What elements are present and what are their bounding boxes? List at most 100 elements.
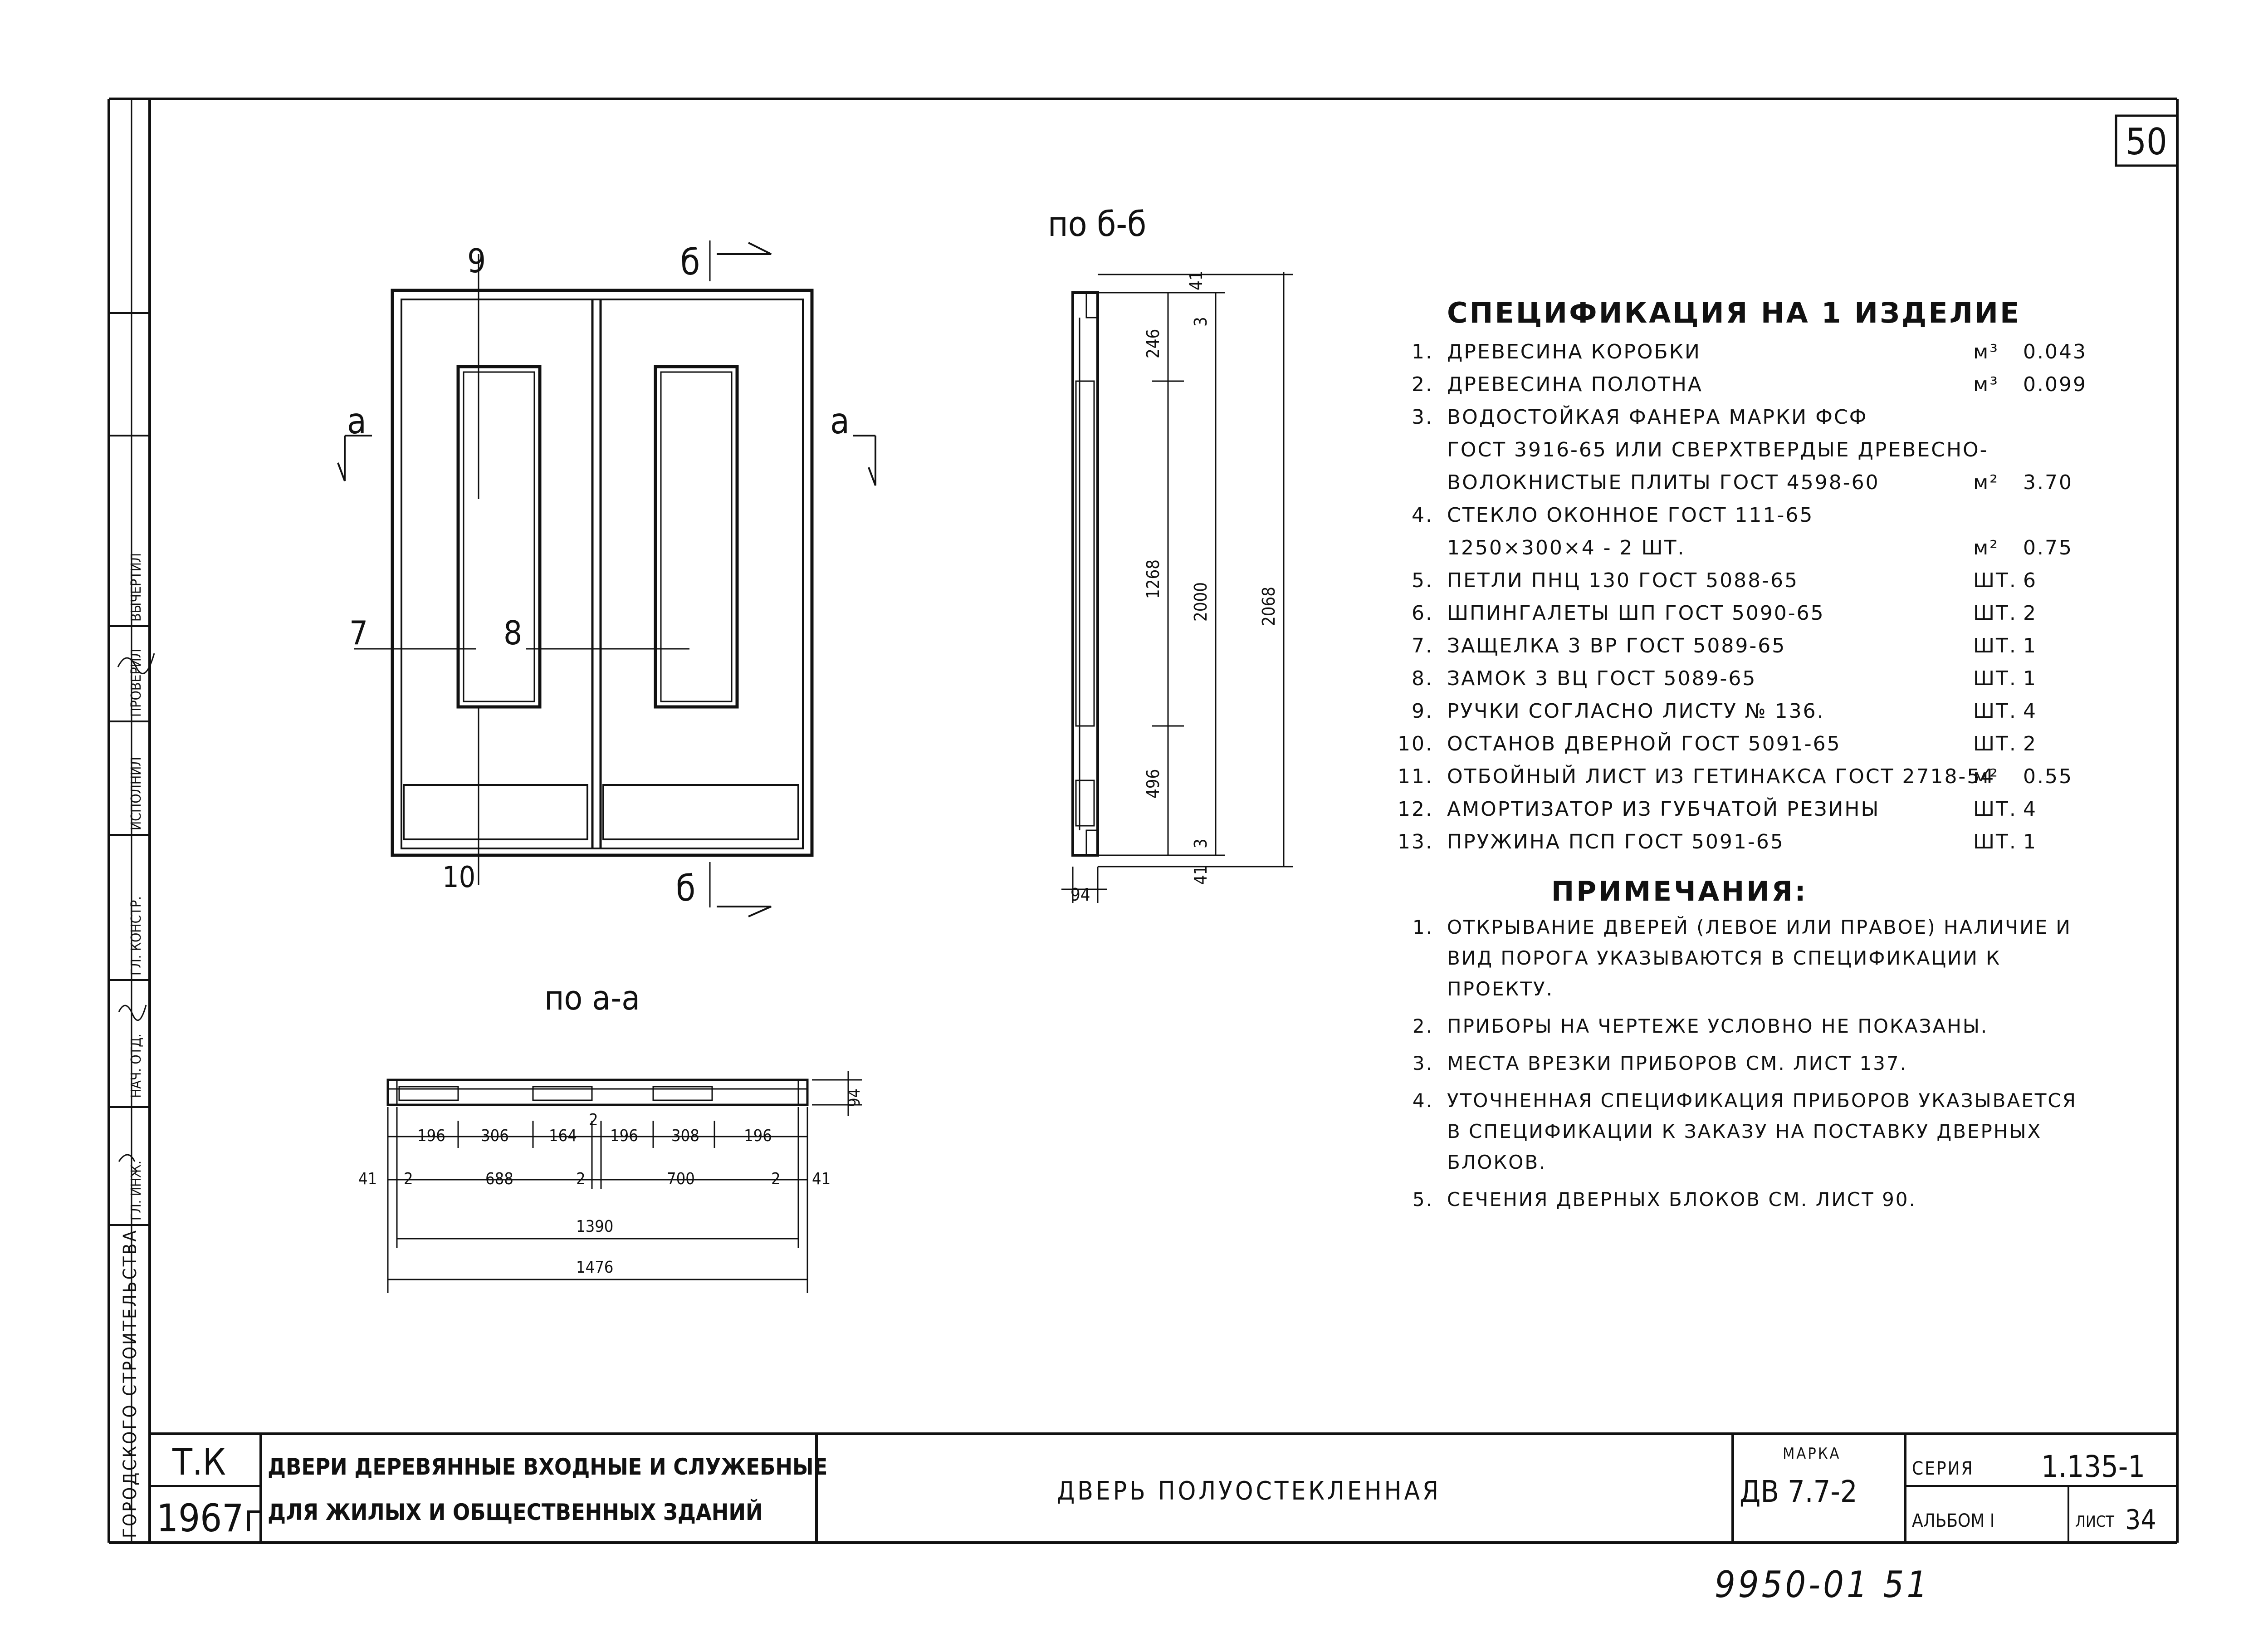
spec-row: 10. ОСТАНОВ ДВЕРНОЙ ГОСТ 5091-65 ШТ. 2 bbox=[1397, 728, 2168, 760]
spec-row-number: 13. bbox=[1398, 830, 1433, 853]
spec-row: 4.СТЕКЛО ОКОННОЕ ГОСТ 111-65 bbox=[1397, 499, 2168, 532]
spec-row-text: ГОСТ 3916-65 ИЛИ СВЕРХТВЕРДЫЕ ДРЕВЕСНО- bbox=[1447, 438, 1989, 461]
note-number: 3. bbox=[1412, 1052, 1433, 1074]
dim-aa-688: 688 bbox=[485, 1170, 513, 1188]
spec-row-text: ПРУЖИНА ПСП ГОСТ 5091-65 bbox=[1447, 830, 1784, 853]
dim-aa-196a: 196 bbox=[417, 1127, 445, 1145]
spec-row-quantity: 0.099 bbox=[2023, 373, 2087, 396]
spec-row-number: 6. bbox=[1412, 602, 1433, 625]
left-strip-cell: ВЫЧЕРТИЛ bbox=[128, 553, 144, 622]
signature-scribbles bbox=[117, 653, 155, 1162]
spec-row-text: АМОРТИЗАТОР ИЗ ГУБЧАТОЙ РЕЗИНЫ bbox=[1447, 798, 1880, 821]
dim-bb-1268: 1268 bbox=[1143, 559, 1163, 599]
dim-bb-2068: 2068 bbox=[1259, 587, 1279, 626]
section-bb-title: по б-б bbox=[1048, 204, 1146, 244]
spec-row-quantity: 2 bbox=[2023, 602, 2037, 625]
album-label: АЛЬБОМ I bbox=[1912, 1510, 1994, 1531]
dim-aa-1476: 1476 bbox=[576, 1258, 613, 1277]
note-item: 2. ПРИБОРЫ НА ЧЕРТЕЖЕ УСЛОВНО НЕ ПОКАЗАНЫ… bbox=[1397, 1011, 2077, 1042]
dim-bb-2000: 2000 bbox=[1191, 582, 1211, 622]
spec-row-text: РУЧКИ СОГЛАСНО ЛИСТУ № 136. bbox=[1447, 700, 1825, 723]
notes-block: ПРИМЕЧАНИЯ: 1.ОТКРЫВАНИЕ ДВЕРЕЙ (ЛЕВОЕ И… bbox=[1397, 871, 2077, 1221]
dim-aa-41-right: 41 bbox=[812, 1170, 831, 1188]
spec-row-unit: ШТ. bbox=[1973, 700, 2017, 723]
spec-row-quantity: 1 bbox=[2023, 667, 2037, 690]
sheet-number-box bbox=[2115, 114, 2179, 167]
sheet-frame bbox=[108, 98, 2179, 1544]
spec-row-number: 4. bbox=[1412, 504, 1433, 527]
spec-row-text: ДРЕВЕСИНА КОРОБКИ bbox=[1447, 340, 1701, 363]
title-year: 1967г bbox=[156, 1496, 262, 1540]
dim-bb-41-bottom: 41 bbox=[1191, 865, 1211, 885]
spec-row-text: ВОДОСТОЙКАЯ ФАНЕРА МАРКИ ФСФ bbox=[1447, 406, 1868, 429]
spec-row: 3.ВОДОСТОЙКАЯ ФАНЕРА МАРКИ ФСФ bbox=[1397, 401, 2168, 434]
note-text: ОТКРЫВАНИЕ ДВЕРЕЙ (ЛЕВОЕ ИЛИ ПРАВОЕ) НАЛ… bbox=[1447, 916, 2072, 1000]
spec-row-number: 10. bbox=[1398, 732, 1433, 755]
marker-ten: 10 bbox=[442, 861, 475, 894]
spec-row-quantity: 6 bbox=[2023, 569, 2037, 592]
dim-aa-164: 164 bbox=[549, 1127, 577, 1145]
left-strip-cell: ГЛ. КОНСТР. bbox=[128, 896, 144, 976]
spec-row-quantity: 4 bbox=[2023, 798, 2037, 821]
spec-row-quantity: 0.75 bbox=[2023, 536, 2073, 559]
spec-row-text: ШПИНГАЛЕТЫ ШП ГОСТ 5090-65 bbox=[1447, 602, 1825, 625]
dim-bb-41-top: 41 bbox=[1186, 271, 1206, 291]
spec-row: 12. АМОРТИЗАТОР ИЗ ГУБЧАТОЙ РЕЗИНЫ ШТ. 4 bbox=[1397, 793, 2168, 826]
note-text: ПРИБОРЫ НА ЧЕРТЕЖЕ УСЛОВНО НЕ ПОКАЗАНЫ. bbox=[1447, 1015, 1989, 1037]
project-line-2: ДЛЯ ЖИЛЫХ И ОБЩЕСТВЕННЫХ ЗДАНИЙ bbox=[268, 1499, 763, 1525]
spec-row-number: 12. bbox=[1398, 798, 1433, 821]
marka-value: ДВ 7.7-2 bbox=[1740, 1474, 1857, 1509]
left-strip-grid bbox=[109, 312, 150, 1226]
dim-bb-3-top: 3 bbox=[1191, 317, 1211, 327]
spec-row-unit: ШТ. bbox=[1973, 602, 2017, 625]
series-value: 1.135-1 bbox=[2041, 1449, 2145, 1484]
spec-row-unit: ШТ. bbox=[1973, 830, 2017, 853]
spec-row-number: 11. bbox=[1398, 765, 1433, 788]
spec-row-unit: м³ bbox=[1973, 340, 1999, 363]
dim-aa-196b: 196 bbox=[610, 1127, 638, 1145]
note-text: МЕСТА ВРЕЗКИ ПРИБОРОВ СМ. ЛИСТ 137. bbox=[1447, 1052, 1907, 1074]
specification-title: СПЕЦИФИКАЦИЯ НА 1 ИЗДЕЛИЕ bbox=[1447, 296, 2021, 329]
spec-row-unit: ШТ. bbox=[1973, 798, 2017, 821]
spec-row-text: ДРЕВЕСИНА ПОЛОТНА bbox=[1447, 373, 1703, 396]
note-number: 5. bbox=[1412, 1188, 1433, 1211]
spec-row-unit: м² bbox=[1973, 536, 1999, 559]
note-text: УТОЧНЕННАЯ СПЕЦИФИКАЦИЯ ПРИБОРОВ УКАЗЫВА… bbox=[1447, 1089, 2077, 1173]
spec-row-text: ВОЛОКНИСТЫЕ ПЛИТЫ ГОСТ 4598-60 bbox=[1447, 471, 1880, 494]
spec-row-text: ОСТАНОВ ДВЕРНОЙ ГОСТ 5091-65 bbox=[1447, 732, 1841, 755]
dim-aa-308: 308 bbox=[671, 1127, 699, 1145]
door-elevation bbox=[337, 240, 876, 917]
spec-row-quantity: 4 bbox=[2023, 700, 2037, 723]
spec-row: ГОСТ 3916-65 ИЛИ СВЕРХТВЕРДЫЕ ДРЕВЕСНО- bbox=[1397, 434, 2168, 466]
left-strip-cell: НАЧ. ОТД. bbox=[128, 1034, 144, 1098]
marker-b-bottom: б bbox=[676, 868, 695, 909]
spec-row-quantity: 2 bbox=[2023, 732, 2037, 755]
note-item: 5. СЕЧЕНИЯ ДВЕРНЫХ БЛОКОВ СМ. ЛИСТ 90. bbox=[1397, 1184, 2077, 1215]
spec-row-quantity: 0.55 bbox=[2023, 765, 2073, 788]
spec-row-text: ЗАМОК 3 ВЦ ГОСТ 5089-65 bbox=[1447, 667, 1757, 690]
notes-items: 1.ОТКРЫВАНИЕ ДВЕРЕЙ (ЛЕВОЕ ИЛИ ПРАВОЕ) Н… bbox=[1397, 912, 2077, 1215]
marker-a-left: а bbox=[347, 401, 367, 442]
title-org: Т.К bbox=[172, 1441, 226, 1483]
note-item: 1.ОТКРЫВАНИЕ ДВЕРЕЙ (ЛЕВОЕ ИЛИ ПРАВОЕ) Н… bbox=[1397, 912, 2077, 1005]
spec-row-unit: ШТ. bbox=[1973, 732, 2017, 755]
note-number: 2. bbox=[1412, 1015, 1433, 1037]
spec-row-number: 1. bbox=[1412, 340, 1433, 363]
spec-row-number: 9. bbox=[1412, 700, 1433, 723]
dim-aa-2c: 2 bbox=[771, 1170, 781, 1188]
sheet-value: 34 bbox=[2125, 1504, 2156, 1536]
spec-row-unit: м³ bbox=[1973, 373, 1999, 396]
sheet-label: ЛИСТ bbox=[2075, 1513, 2114, 1531]
section-aa-drawing bbox=[386, 1071, 862, 1293]
note-text: СЕЧЕНИЯ ДВЕРНЫХ БЛОКОВ СМ. ЛИСТ 90. bbox=[1447, 1188, 1916, 1211]
spec-row: 11.ОТБОЙНЫЙ ЛИСТ ИЗ ГЕТИНАКСА ГОСТ 2718-… bbox=[1397, 760, 2168, 793]
project-line-1: ДВЕРИ ДЕРЕВЯННЫЕ ВХОДНЫЕ И СЛУЖЕБНЫЕ bbox=[268, 1454, 827, 1480]
spec-row-quantity: 1 bbox=[2023, 634, 2037, 657]
